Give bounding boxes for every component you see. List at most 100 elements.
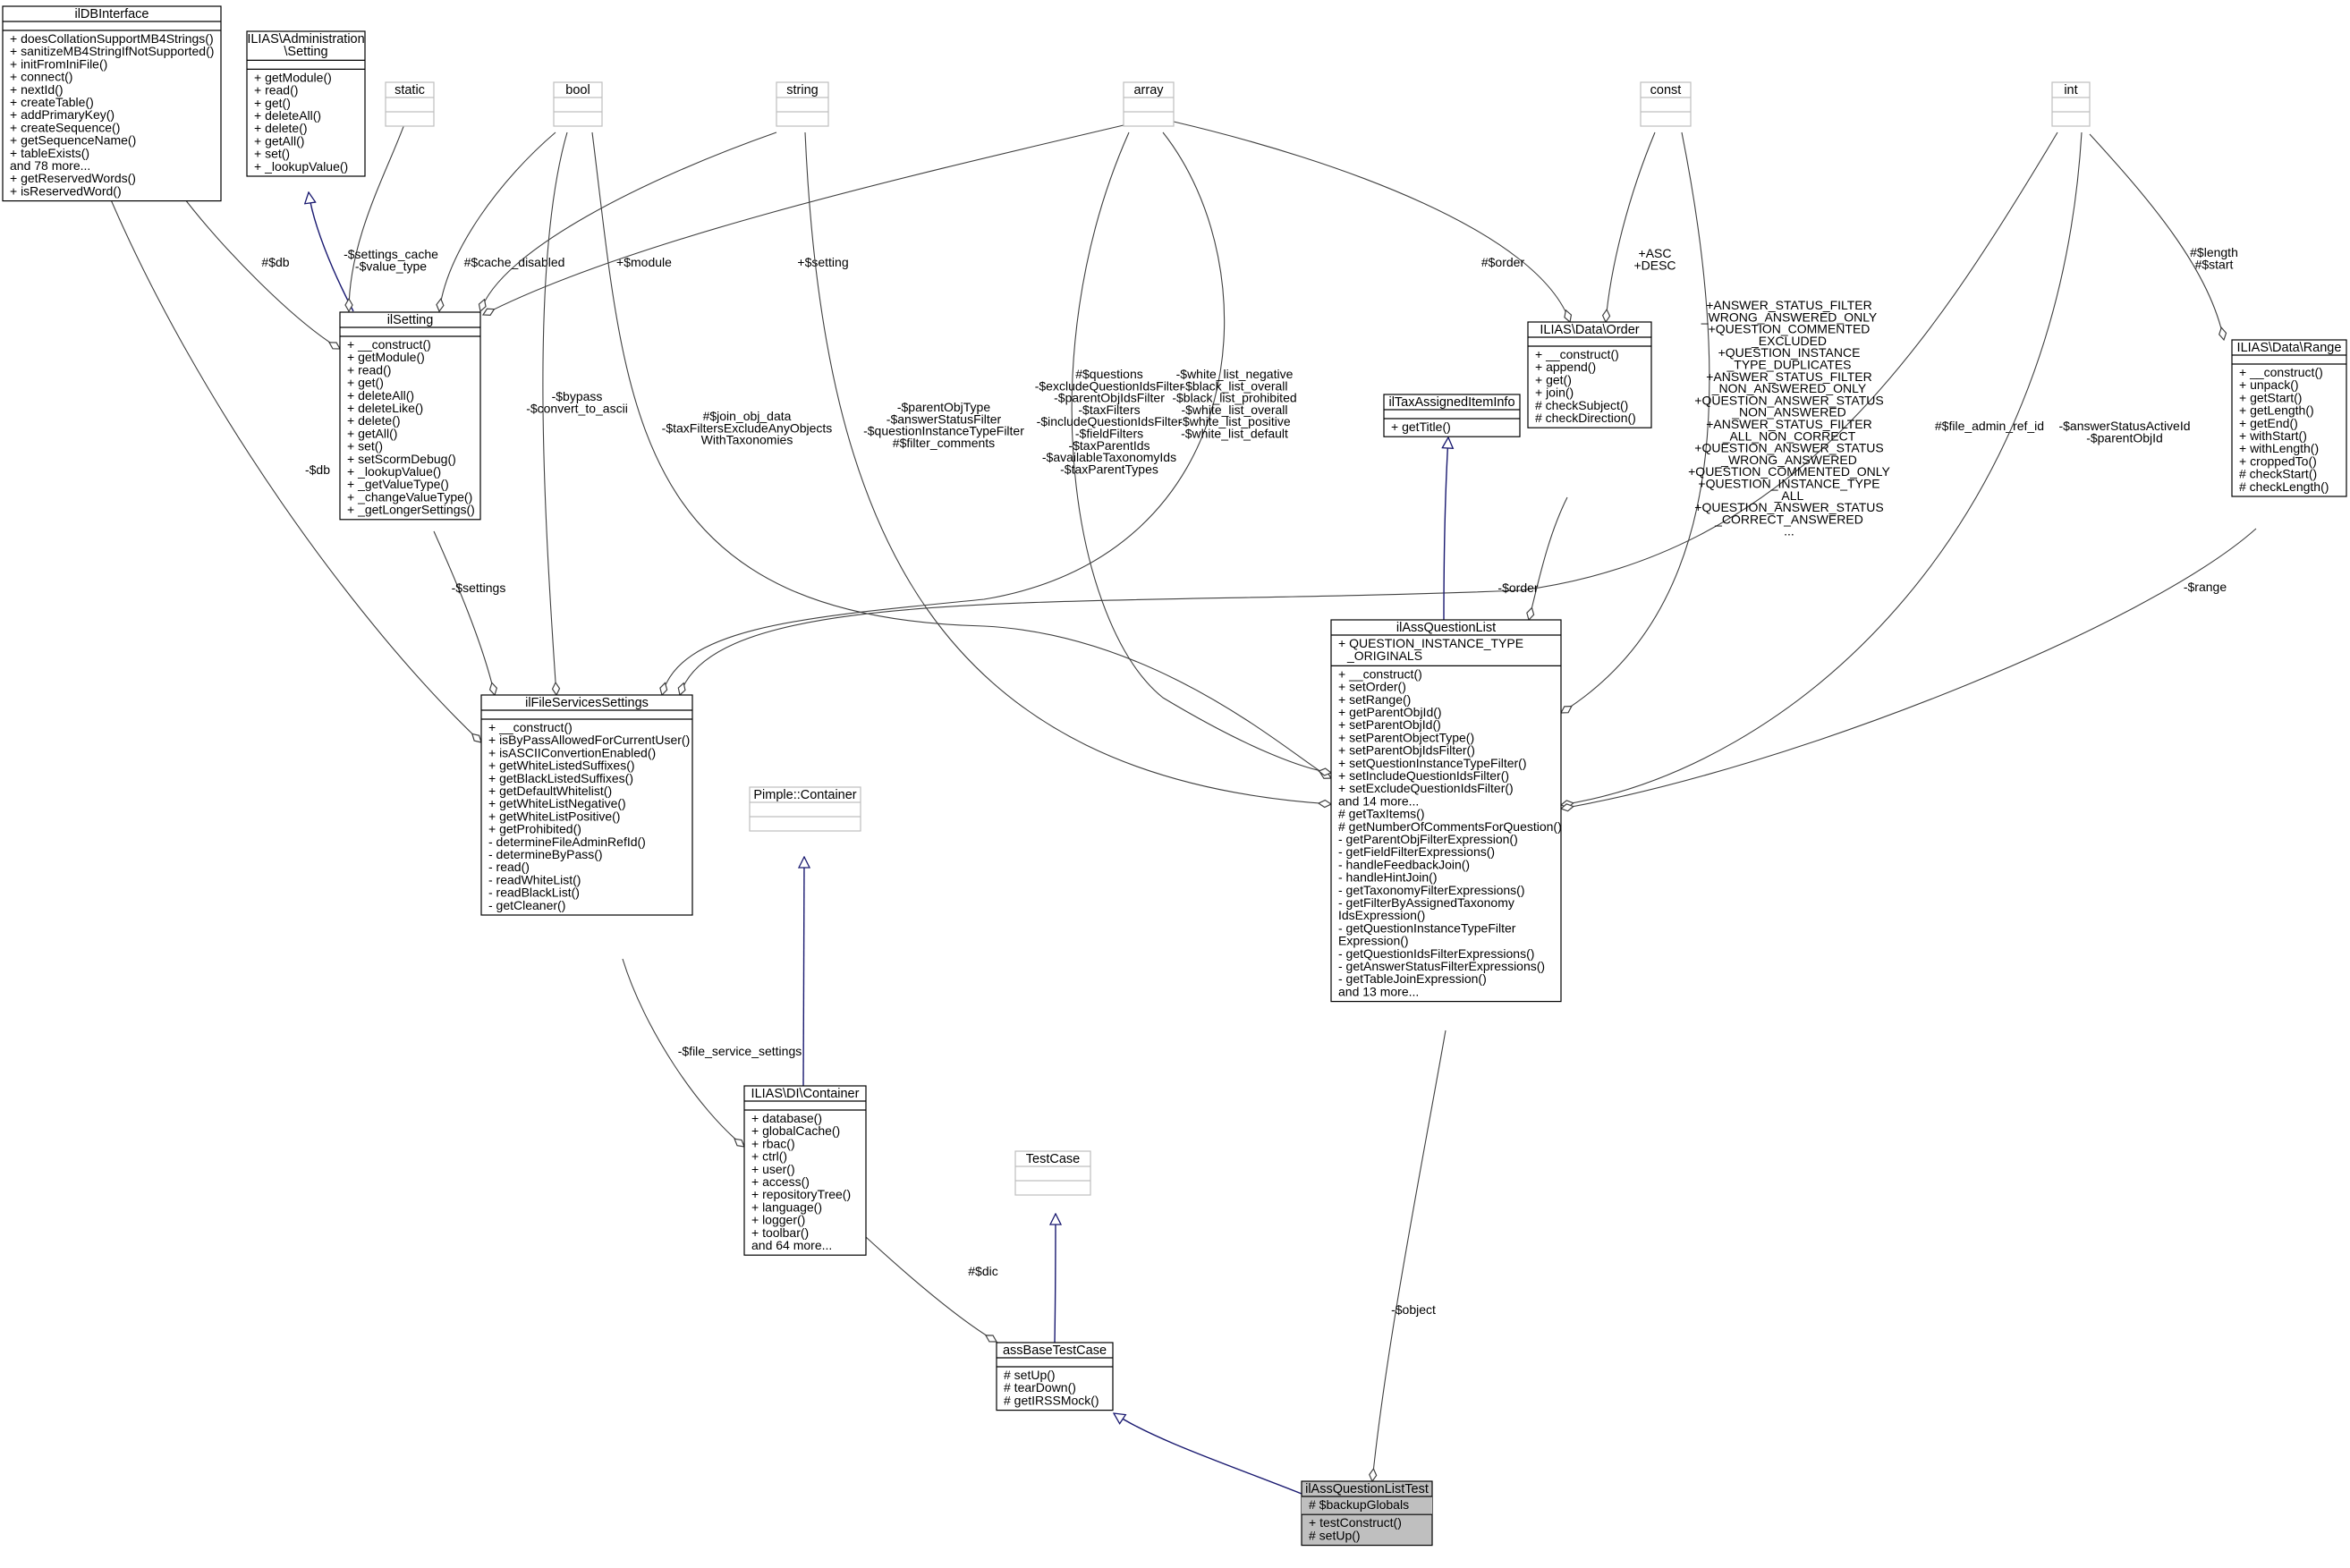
- class-testcase[interactable]: TestCase: [1014, 1150, 1091, 1196]
- class-method: # checkSubject(): [1535, 398, 1628, 412]
- class-method: and 13 more...: [1338, 984, 1419, 998]
- class-method: + language(): [751, 1199, 822, 1214]
- edge-label: +QUESTION_ANSWER_STATUS: [1694, 500, 1883, 514]
- class-title: int: [2064, 83, 2077, 97]
- edge-label: -$white_list_negative: [1176, 367, 1294, 381]
- class-pimple-container[interactable]: Pimple::Container: [749, 786, 861, 832]
- edge-label: #$dic: [968, 1264, 997, 1278]
- edge-label: -$taxFiltersExcludeAnyObjects: [662, 420, 833, 435]
- association-line: [865, 1236, 997, 1342]
- class-method: - getFilterByAssignedTaxonomy: [1338, 895, 1514, 910]
- edge-string-list: -$parentObjType-$answerStatusFilter-$que…: [804, 131, 1331, 804]
- class-method: - read(): [488, 860, 530, 874]
- association-line: [804, 131, 1331, 804]
- class-box: [996, 1342, 1114, 1411]
- class-method: + _lookupValue(): [347, 464, 441, 479]
- class-ilias-admin-setting[interactable]: ILIAS\Administration\Setting+ getModule(…: [246, 30, 366, 177]
- edge-const-list: +ANSWER_STATUS_FILTER_WRONG_ANSWERED_ONL…: [1561, 131, 1891, 713]
- edge-label: #$length: [2190, 245, 2238, 259]
- class-iltaxassignediteminfo[interactable]: ilTaxAssignedItemInfo+ getTitle(): [1383, 394, 1521, 437]
- edge-label: +DESC: [1633, 258, 1676, 272]
- class-attribute: + QUESTION_INSTANCE_TYPE: [1338, 636, 1523, 650]
- class-title: Pimple::Container: [753, 788, 856, 802]
- class-method: + getAll(): [347, 426, 397, 440]
- edge-array-order: #$order: [1173, 121, 1570, 322]
- class-title: static: [394, 83, 425, 97]
- class-ilias-data-range[interactable]: ILIAS\Data\Range+ __construct()+ unpack(…: [2231, 339, 2347, 497]
- edge-int-list: -$answerStatusActiveId-$parentObjId: [1561, 131, 2191, 805]
- class-title: array: [1133, 83, 1164, 97]
- class-ilias-data-order[interactable]: ILIAS\Data\Order+ __construct()+ append(…: [1527, 321, 1652, 428]
- association-line: [1606, 131, 1656, 322]
- edge-label: +QUESTION_INSTANCE_TYPE: [1698, 477, 1879, 491]
- class-method: + deleteAll(): [254, 108, 321, 123]
- class-method: + sanitizeMB4StringIfNotSupported(): [10, 44, 214, 58]
- edge-range-list: -$range: [1561, 528, 2257, 809]
- class-method: + deleteLike(): [347, 401, 423, 415]
- edge-label: -$parentObjId: [2086, 430, 2163, 445]
- class-method: + getWhiteListPositive(): [488, 809, 620, 823]
- class-method: # checkStart(): [2239, 467, 2317, 481]
- edge-list-test: -$object: [1372, 1030, 1446, 1481]
- class-method: IdsExpression(): [1338, 908, 1425, 922]
- class-int[interactable]: int: [2051, 81, 2091, 127]
- class-ildbinterface[interactable]: ilDBInterface+ doesCollationSupportMB4St…: [2, 5, 222, 202]
- class-method: + getBlackListedSuffixes(): [488, 771, 633, 785]
- edge-di-base: #$dic: [865, 1236, 998, 1342]
- class-ilassquestionlist[interactable]: ilAssQuestionList+ QUESTION_INSTANCE_TYP…: [1330, 619, 1562, 1003]
- edge-label: +QUESTION_COMMENTED: [1709, 322, 1871, 336]
- class-title: assBaseTestCase: [1003, 1343, 1107, 1358]
- class-string[interactable]: string: [776, 81, 829, 127]
- edge-label: -$white_list_positive: [1178, 414, 1290, 428]
- class-title: ilSetting: [387, 313, 434, 327]
- class-method: + getModule(): [347, 350, 425, 364]
- edge-label: +QUESTION_ANSWER_STATUS: [1694, 393, 1883, 407]
- edge-admin-setting: [309, 192, 354, 312]
- class-title: string: [786, 83, 818, 97]
- class-static[interactable]: static: [385, 81, 435, 127]
- class-array[interactable]: array: [1123, 81, 1175, 127]
- edge-label: +ASC: [1639, 246, 1672, 260]
- class-method: + setExcludeQuestionIdsFilter(): [1338, 781, 1514, 795]
- class-ilias-di-container[interactable]: ILIAS\DI\Container+ database()+ globalCa…: [743, 1085, 867, 1256]
- class-method: + set(): [254, 147, 290, 161]
- edge-label: -$answerStatusActiveId: [2058, 419, 2190, 433]
- class-method: + _lookupValue(): [254, 159, 348, 174]
- class-method: - getTableJoinExpression(): [1338, 971, 1487, 986]
- class-const[interactable]: const: [1640, 81, 1692, 127]
- class-method: # tearDown(): [1004, 1380, 1076, 1394]
- class-box: [776, 81, 829, 127]
- association-line: [178, 191, 340, 349]
- class-method: # getTaxItems(): [1338, 807, 1424, 821]
- class-method: + setRange(): [1338, 692, 1411, 707]
- class-attr-bg: [1302, 1496, 1432, 1515]
- association-line: [662, 131, 1226, 695]
- class-method: + get(): [347, 376, 384, 390]
- edge-int-file: #$file_admin_ref_id: [680, 131, 2058, 695]
- edge-label: -$settings: [452, 581, 506, 595]
- class-attribute: _ORIGINALS: [1346, 648, 1422, 663]
- class-method: + testConstruct(): [1309, 1515, 1402, 1530]
- class-method: + setOrder(): [1338, 680, 1406, 694]
- class-method: + deleteAll(): [347, 388, 414, 403]
- class-method: - determineFileAdminRefId(): [488, 835, 646, 849]
- edge-label: -$range: [2184, 580, 2227, 594]
- edge-label: -$white_list_default: [1181, 427, 1288, 441]
- class-method: + access(): [751, 1174, 810, 1189]
- association-line: [2089, 133, 2224, 340]
- class-assbasetestcase[interactable]: assBaseTestCase# setUp()# tearDown()# ge…: [996, 1342, 1114, 1411]
- class-title: ilFileServicesSettings: [525, 696, 649, 710]
- association-line: [1561, 528, 2257, 809]
- class-method: + getWhiteListNegative(): [488, 796, 626, 810]
- class-bool[interactable]: bool: [553, 81, 603, 127]
- class-box: [246, 30, 366, 177]
- class-ilsetting[interactable]: ilSetting+ __construct()+ getModule()+ r…: [339, 311, 481, 521]
- class-ilassquestionlisttest[interactable]: ilAssQuestionListTest# $backupGlobals+ t…: [1301, 1480, 1433, 1547]
- class-method: - getAnswerStatusFilterExpressions(): [1338, 959, 1545, 973]
- class-title: bool: [565, 83, 590, 97]
- association-line: [1071, 131, 1331, 773]
- class-ilfileservicessettings[interactable]: ilFileServicesSettings+ __construct()+ i…: [480, 694, 693, 916]
- class-method: + ctrl(): [751, 1149, 787, 1164]
- edge-array-file: -$white_list_negative-$black_list_overal…: [662, 131, 1297, 695]
